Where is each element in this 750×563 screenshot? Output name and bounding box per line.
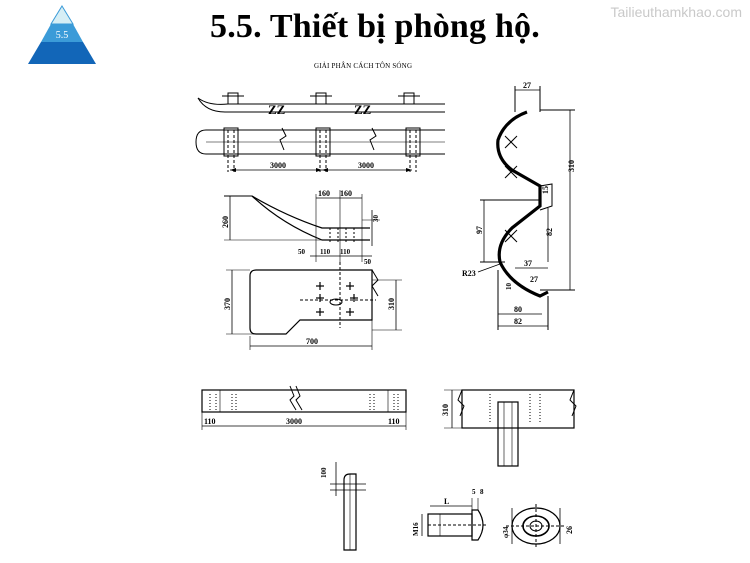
- terminal-side-profile: 160 160 260 30 50 110 110 50: [221, 189, 380, 266]
- dim-washer-26: 26: [565, 526, 574, 534]
- dim-bolt-m16: M16: [412, 522, 420, 536]
- rail-elevation: 3000 3000: [195, 127, 445, 172]
- svg-text:ZZ: ZZ: [354, 102, 372, 117]
- dim-washer-34: φ34: [502, 526, 510, 538]
- dim-profile-27-b: 27: [530, 275, 538, 284]
- dim-splice-310: 310: [441, 404, 450, 416]
- bolt-slot-marks: [316, 282, 358, 316]
- dim-rail-span-left: 3000: [270, 161, 286, 170]
- dim-post-100: 100: [320, 467, 328, 478]
- drawing-subtitle: GIẢI PHÂN CÁCH TÔN SÓNG: [314, 62, 413, 70]
- dim-beam-110-left: 110: [204, 417, 216, 426]
- dim-profile-15: 15: [541, 186, 550, 194]
- dim-profile-82-h: 82: [514, 317, 522, 326]
- post-side-view: 100: [320, 462, 366, 551]
- dim-profile-310: 310: [567, 160, 576, 172]
- dim-bolt-5: 5: [472, 488, 476, 496]
- splice-and-post: 310: [441, 389, 577, 467]
- dim-rail-span-right: 3000: [358, 161, 374, 170]
- dim-beam-3000: 3000: [286, 417, 302, 426]
- dim-terminal-110-a: 110: [320, 248, 331, 256]
- dim-bolt-l: L: [444, 497, 449, 506]
- dim-profile-r23: R23: [462, 269, 476, 278]
- terminal-flat-plan: 370 310 700: [223, 262, 402, 350]
- dim-profile-80: 80: [514, 305, 522, 314]
- pyramid-middle-tier: [41, 24, 83, 42]
- pyramid-bottom-tier: [28, 42, 96, 64]
- rail-top-view: ZZ ZZ: [197, 92, 445, 117]
- dim-profile-97: 97: [475, 226, 484, 234]
- w-beam-profile: 27 310 15 97 82 37 27 R23 10 80 82: [462, 81, 576, 330]
- bolt-detail: L 5 8 M16: [412, 488, 486, 541]
- dim-beam-110-right: 110: [388, 417, 400, 426]
- svg-text:ZZ: ZZ: [268, 102, 286, 117]
- dim-terminal-160-a: 160: [318, 189, 330, 198]
- watermark-text: Tailieuthamkhao.com: [610, 4, 742, 20]
- dim-terminal-310: 310: [387, 298, 396, 310]
- dim-profile-37: 37: [524, 259, 532, 268]
- page-title: 5.5. Thiết bị phòng hộ.: [210, 8, 540, 45]
- dim-terminal-50-a: 50: [298, 248, 306, 256]
- dim-terminal-50-b: 50: [364, 258, 372, 266]
- dim-profile-10: 10: [505, 283, 513, 291]
- pyramid-logo: 5.5: [26, 4, 98, 71]
- dim-terminal-370: 370: [223, 298, 232, 310]
- dim-terminal-30: 30: [372, 215, 380, 223]
- dim-terminal-700: 700: [306, 337, 318, 346]
- dim-terminal-260: 260: [221, 216, 230, 228]
- washer-detail: φ34 26: [502, 504, 574, 548]
- dim-profile-27-top: 27: [523, 81, 531, 90]
- dim-terminal-160-b: 160: [340, 189, 352, 198]
- pyramid-label: 5.5: [56, 30, 69, 41]
- beam-segment-elevation: 110 3000 110: [201, 385, 407, 430]
- dim-bolt-8: 8: [480, 488, 484, 496]
- dim-terminal-110-b: 110: [340, 248, 351, 256]
- dim-profile-82-v: 82: [545, 228, 554, 236]
